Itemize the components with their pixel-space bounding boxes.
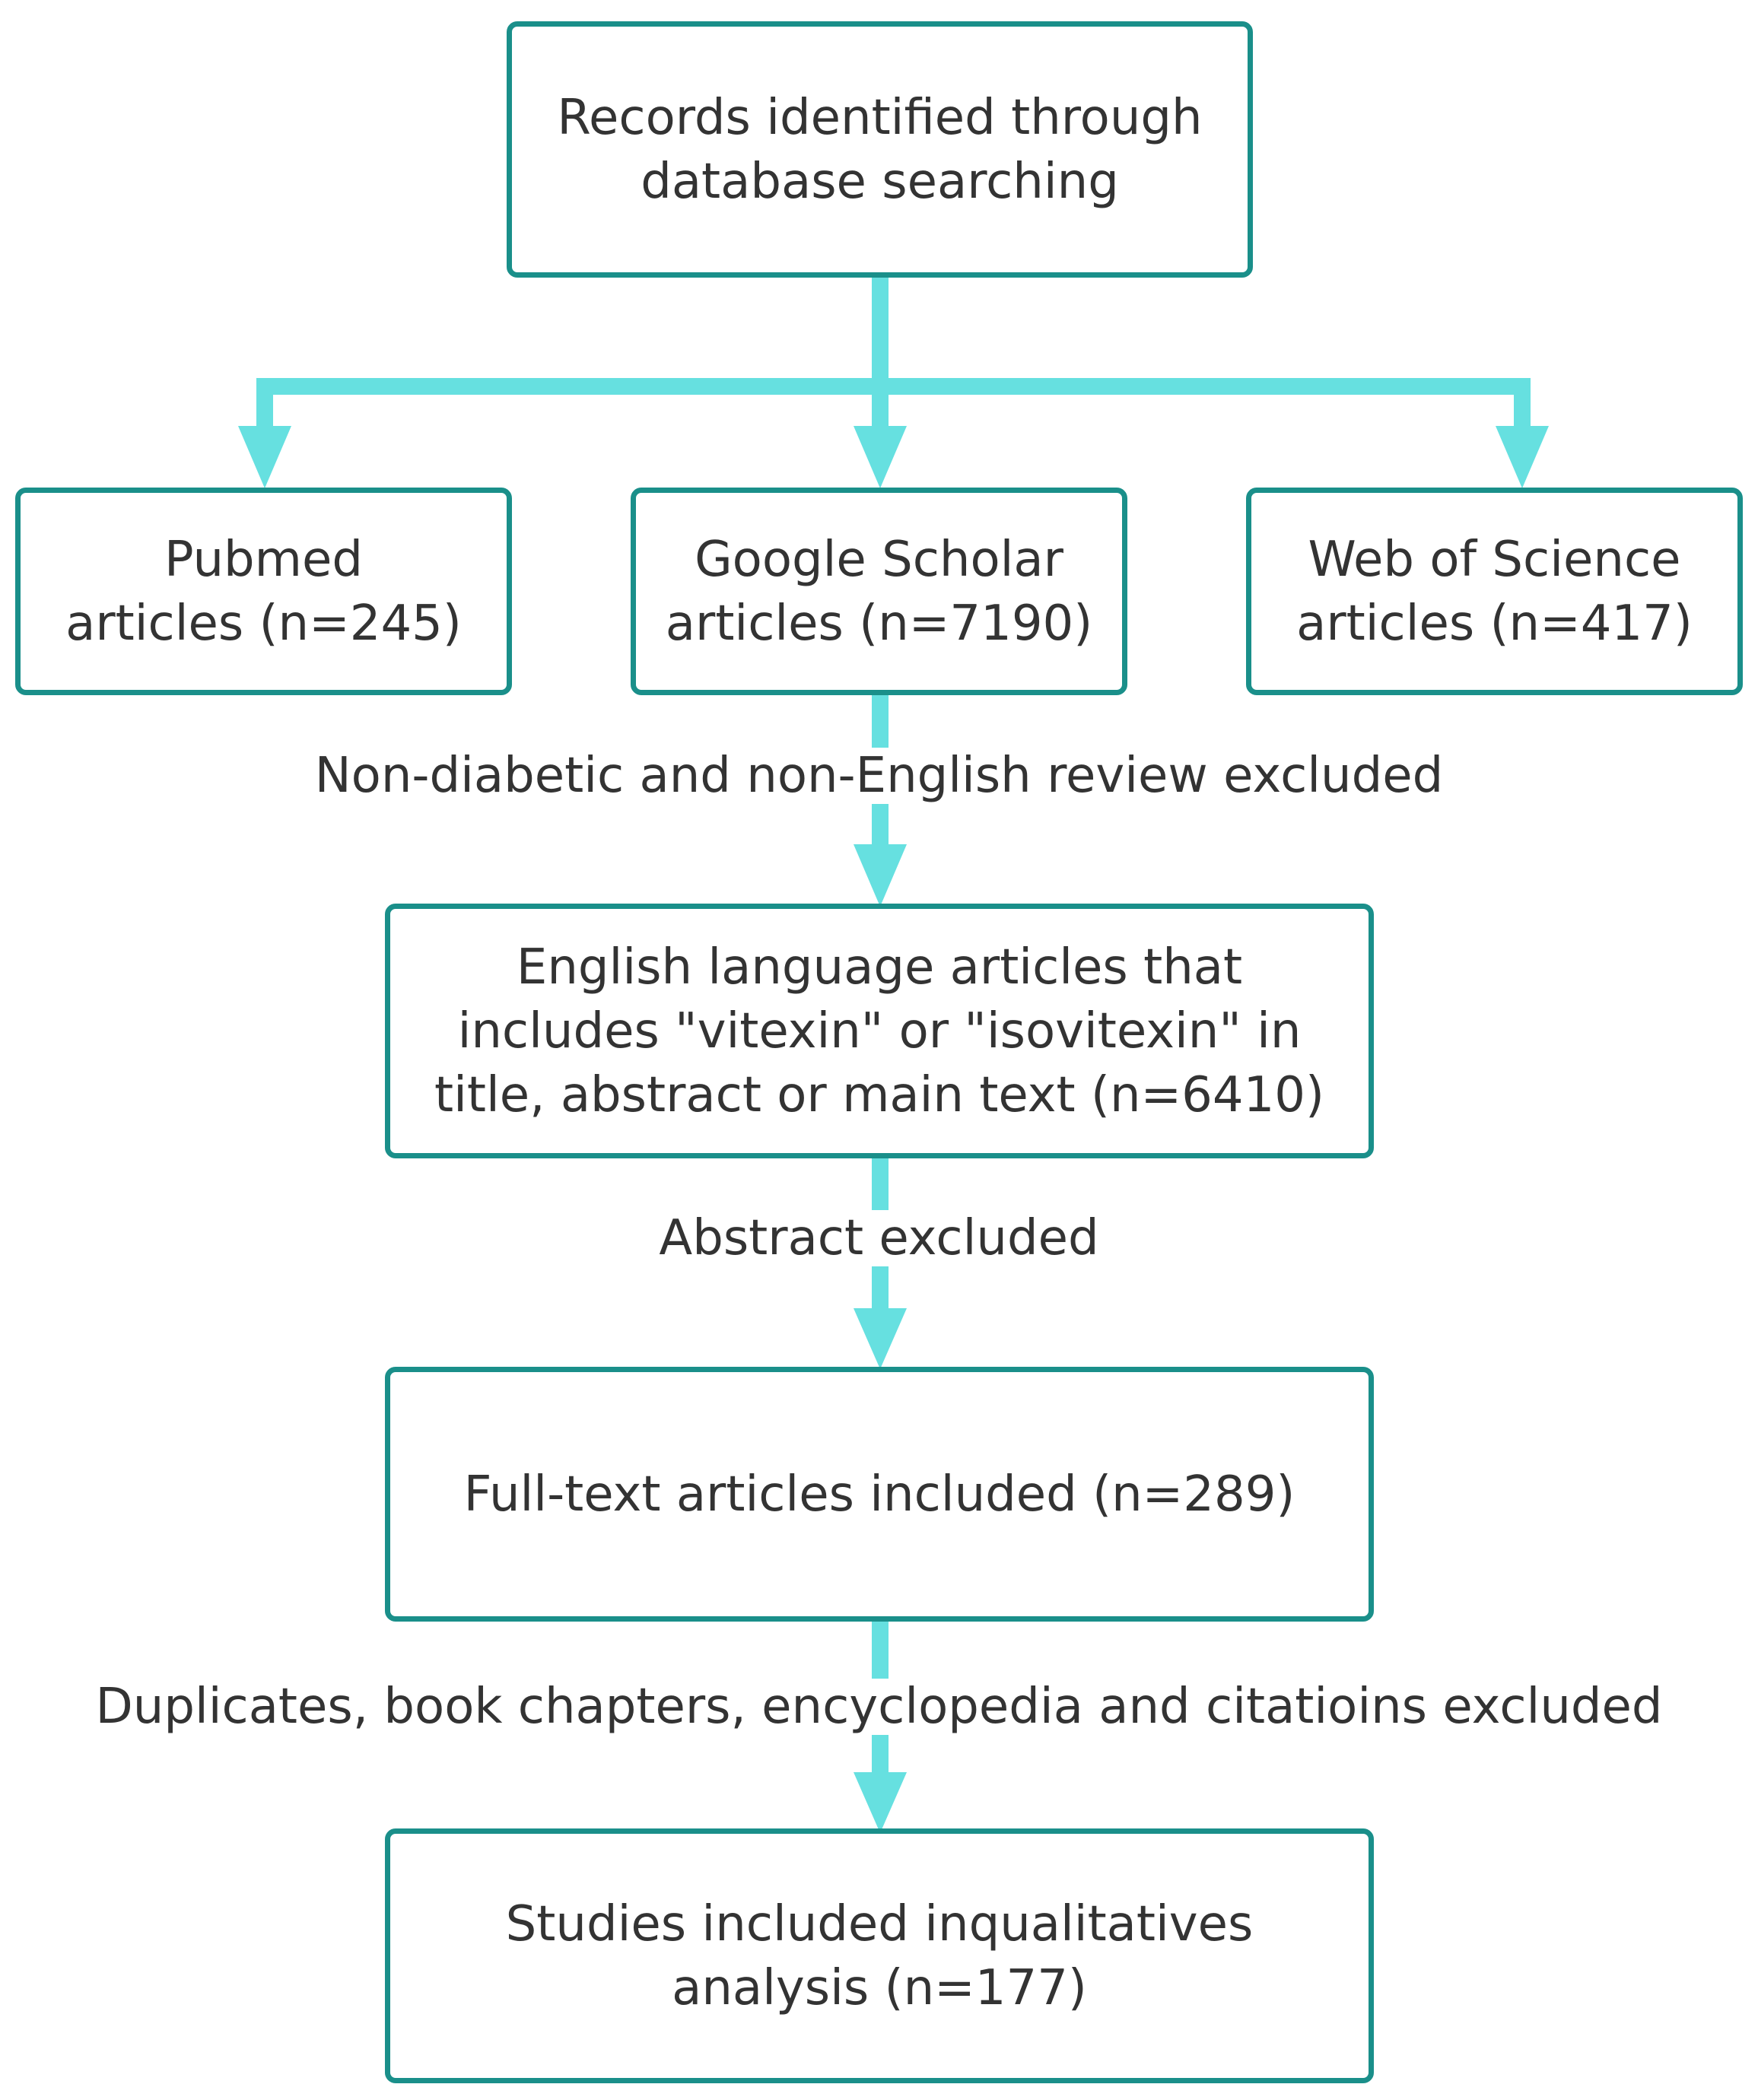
node-text-line: Studies included inqualitatives (505, 1895, 1254, 1952)
node-text-line: database searching (641, 153, 1119, 210)
edge-label-duplicates: Duplicates, book chapters, encyclopedia … (0, 1675, 1758, 1739)
node-text-line: Pubmed (164, 531, 363, 588)
node-records-identified: Records identified through database sear… (507, 21, 1253, 278)
node-text-line: English language articles that (516, 939, 1243, 996)
node-text-line: Full-text articles included (n=289) (463, 1466, 1295, 1523)
node-text-line: Web of Science (1308, 531, 1681, 588)
arrowhead-wos (1496, 426, 1549, 488)
arrowhead-scholar (854, 426, 907, 488)
node-english-articles: English language articles that includes … (385, 904, 1374, 1158)
node-pubmed: Pubmed articles (n=245) (15, 488, 512, 695)
node-web-of-science: Web of Science articles (n=417) (1246, 488, 1743, 695)
connector-arrowheads (238, 426, 1549, 1833)
node-studies-included: Studies included inqualitatives analysis… (385, 1828, 1374, 2083)
node-text-line: articles (n=7190) (665, 595, 1093, 652)
node-text-line: analysis (n=177) (672, 1959, 1087, 2016)
arrowhead-fulltext (854, 1308, 907, 1369)
node-text-line: articles (n=417) (1296, 595, 1693, 652)
node-google-scholar: Google Scholar articles (n=7190) (631, 488, 1127, 695)
node-text-line: articles (n=245) (65, 595, 462, 652)
node-fulltext-included: Full-text articles included (n=289) (385, 1367, 1374, 1622)
arrowhead-studies (854, 1772, 907, 1833)
node-text-line: Google Scholar (695, 531, 1063, 588)
arrowhead-pubmed (238, 426, 291, 488)
edge-label-abstract: Abstract excluded (0, 1206, 1758, 1270)
arrowhead-english (854, 844, 907, 907)
edge-label-non-diabetic: Non-diabetic and non-English review excl… (0, 744, 1758, 808)
node-text-line: includes "vitexin" or "isovitexin" in (457, 1002, 1302, 1060)
node-text-line: Records identified through (557, 89, 1203, 146)
node-text-line: title, abstract or main text (n=6410) (434, 1066, 1324, 1123)
